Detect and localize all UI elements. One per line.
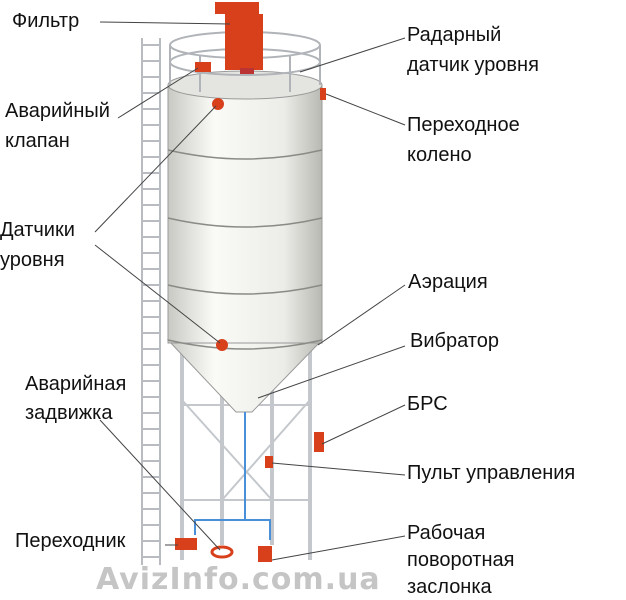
label-emergency-valve-line1: Аварийный bbox=[5, 100, 110, 122]
label-rotary-gate-line3: заслонка bbox=[407, 576, 492, 598]
label-emergency-gate-line2: задвижка bbox=[25, 402, 113, 424]
label-elbow-line1: Переходное bbox=[407, 114, 520, 136]
support-frame bbox=[180, 350, 312, 560]
label-brs: БРС bbox=[407, 393, 448, 415]
label-control-panel: Пульт управления bbox=[407, 462, 576, 484]
label-level-sensors-line1: Датчики bbox=[0, 219, 75, 241]
label-rotary-gate-line1: Рабочая bbox=[407, 522, 486, 544]
transition-elbow bbox=[320, 88, 326, 100]
label-level-sensors-line2: уровня bbox=[0, 249, 65, 271]
label-radar-line1: Радарный bbox=[407, 24, 502, 46]
control-panel bbox=[265, 456, 273, 468]
pipes bbox=[194, 412, 271, 540]
emergency-valve bbox=[195, 62, 211, 72]
radar-sensor bbox=[240, 68, 254, 74]
label-emergency-valve-line2: клапан bbox=[5, 130, 70, 152]
label-rotary-gate-line2: поворотная bbox=[407, 549, 515, 571]
emergency-gate-part bbox=[210, 545, 234, 559]
label-elbow-line2: колено bbox=[407, 144, 472, 166]
label-aeration: Аэрация bbox=[408, 271, 488, 293]
label-vibrator: Вибратор bbox=[410, 330, 499, 352]
leader-lines bbox=[94, 21, 406, 561]
ladder bbox=[141, 38, 161, 565]
silo-body bbox=[167, 84, 323, 344]
silo-cone bbox=[166, 339, 324, 413]
brs-coupling bbox=[314, 432, 324, 452]
label-adapter: Переходник bbox=[15, 530, 126, 552]
filter-unit bbox=[215, 2, 263, 70]
rotary-gate-part bbox=[258, 546, 272, 562]
watermark: AvizInfo.com.ua bbox=[96, 562, 381, 597]
label-emergency-gate-line1: Аварийная bbox=[25, 373, 127, 395]
label-radar-line2: датчик уровня bbox=[407, 54, 539, 76]
label-filter: Фильтр bbox=[12, 10, 80, 32]
adapter-part bbox=[175, 538, 197, 550]
